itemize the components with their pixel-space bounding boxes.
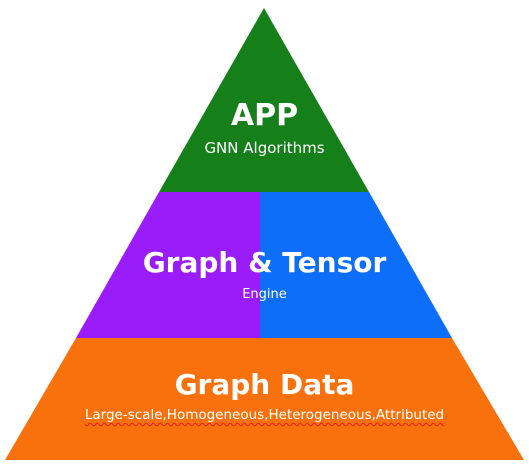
pyramid-middle-tier-left bbox=[76, 192, 260, 338]
graph-data-subtitle: Large-scale,Homogeneous,Heterogeneous,At… bbox=[84, 407, 445, 423]
graph-data-title: Graph Data bbox=[174, 368, 355, 401]
pyramid-top-tier-app bbox=[159, 8, 369, 192]
graph-tensor-subtitle: Engine bbox=[242, 287, 287, 302]
app-title: APP bbox=[230, 98, 299, 133]
pyramid-middle-tier-right bbox=[260, 192, 452, 338]
app-subtitle: GNN Algorithms bbox=[204, 139, 325, 157]
graph-tensor-title: Graph & Tensor bbox=[142, 246, 387, 279]
pyramid-bottom-tier-graph-data bbox=[5, 338, 524, 460]
